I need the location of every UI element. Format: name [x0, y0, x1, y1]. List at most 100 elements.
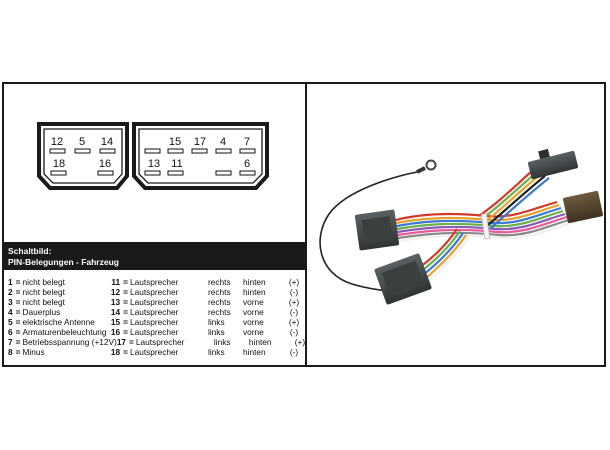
pin-number: 11 — [111, 277, 121, 287]
pin-entry-left: 5=elektrische Antenne — [8, 317, 111, 327]
pin-equals: = — [123, 327, 128, 337]
pin-label: 15 — [169, 136, 181, 148]
pin-side: rechts — [208, 297, 231, 307]
pin-slot — [215, 148, 232, 154]
pin-slot — [215, 170, 232, 176]
pin-description: nicht belegt — [22, 297, 65, 307]
pin-number: 17 — [116, 337, 127, 347]
connector-plug-brown — [563, 190, 603, 224]
pin-number: 5 — [8, 317, 13, 327]
pin-number: 3 — [8, 297, 13, 307]
pin-entry-left: 3=nicht belegt — [8, 297, 111, 307]
pin-description: Betriebsspannung (+12V) — [22, 337, 117, 347]
pin-equals: = — [129, 337, 134, 347]
pin-slot — [74, 148, 91, 154]
pin-side: links — [213, 337, 231, 347]
pin-position: hinten — [248, 337, 272, 347]
pin-description: Lautsprecher — [135, 337, 185, 347]
pin-number: 4 — [8, 307, 13, 317]
pin-entry-left: 2=nicht belegt — [8, 287, 111, 297]
pin-description: Armaturenbeleuchtung — [22, 327, 107, 337]
pin-label: 6 — [244, 158, 250, 170]
pin-position: vorne — [243, 327, 264, 337]
pin-label: 13 — [148, 158, 160, 170]
pin-side: rechts — [208, 287, 231, 297]
pin-equals: = — [15, 297, 21, 307]
pin-polarity: (+) — [288, 297, 300, 307]
pin-label: 4 — [220, 136, 226, 148]
pin-number: 1 — [8, 277, 13, 287]
pin-polarity: (-) — [289, 327, 299, 337]
pin-slot — [50, 170, 67, 176]
pin-polarity: (-) — [289, 307, 299, 317]
pin-number: 18 — [110, 347, 121, 357]
harness-photo-panel — [307, 84, 604, 365]
pin-side: rechts — [208, 307, 231, 317]
pin-label: 5 — [79, 136, 85, 148]
pin-slot — [144, 148, 161, 154]
pin-side: links — [208, 347, 225, 357]
pin-description: Lautsprecher — [130, 317, 179, 327]
pin-slot — [239, 170, 256, 176]
pin-description: Lautsprecher — [130, 297, 179, 307]
pin-equals: = — [123, 287, 128, 297]
pin-slot — [239, 148, 256, 154]
pin-description: Lautsprecher — [130, 307, 179, 317]
pin-label: 16 — [99, 158, 111, 170]
diagram-frame: 12 5 14 18 16 15 17 4 7 — [2, 82, 606, 367]
pin-description: nicht belegt — [22, 277, 65, 287]
pin-entry-left: 1=nicht belegt — [8, 277, 111, 287]
pin-slot — [97, 170, 114, 176]
pin-position: vorne — [243, 307, 264, 317]
pin-entry-left: 7=Betriebsspannung (+12V) — [8, 337, 117, 347]
pin-description: Lautsprecher — [130, 277, 179, 287]
pin-position: hinten — [243, 277, 266, 287]
pin-equals: = — [15, 347, 21, 357]
pin-equals: = — [123, 277, 128, 287]
pin-number: 7 — [8, 337, 13, 347]
pin-equals: = — [15, 317, 21, 327]
pin-label: 14 — [101, 136, 113, 148]
pin-equals: = — [123, 317, 128, 327]
header-title: Schaltbild: — [8, 246, 52, 256]
pin-number: 2 — [8, 287, 13, 297]
pin-slot — [191, 148, 208, 154]
connector-plug-middle — [354, 209, 400, 251]
connector-plug-bottom — [374, 253, 432, 305]
pin-number: 13 — [110, 297, 121, 307]
pin-label: 11 — [171, 158, 182, 170]
pin-equals: = — [15, 277, 21, 287]
pin-label: 7 — [244, 136, 250, 148]
pin-equals: = — [15, 307, 21, 317]
pin-label: 18 — [53, 158, 65, 170]
connector-drawing: 12 5 14 18 16 15 17 4 7 — [37, 122, 269, 190]
pin-description: Lautsprecher — [130, 347, 179, 357]
pin-position: vorne — [243, 317, 264, 327]
pin-slot — [144, 170, 161, 176]
pin-number: 16 — [110, 327, 121, 337]
pin-slot — [99, 148, 116, 154]
pin-number: 6 — [8, 327, 13, 337]
pin-position: hinten — [243, 347, 266, 357]
section-header: Schaltbild: PIN-Belegungen - Fahrzeug — [4, 242, 305, 270]
pin-equals: = — [15, 327, 21, 337]
connector-plug-top — [527, 148, 579, 180]
pin-number: 14 — [110, 307, 121, 317]
pin-label: 17 — [194, 136, 206, 148]
pin-position: hinten — [243, 287, 266, 297]
pin-side: rechts — [208, 277, 231, 287]
pin-row: 7=Betriebsspannung (+12V)17=Lautsprecher… — [8, 337, 305, 347]
connector-left: 12 5 14 18 16 — [37, 122, 129, 190]
